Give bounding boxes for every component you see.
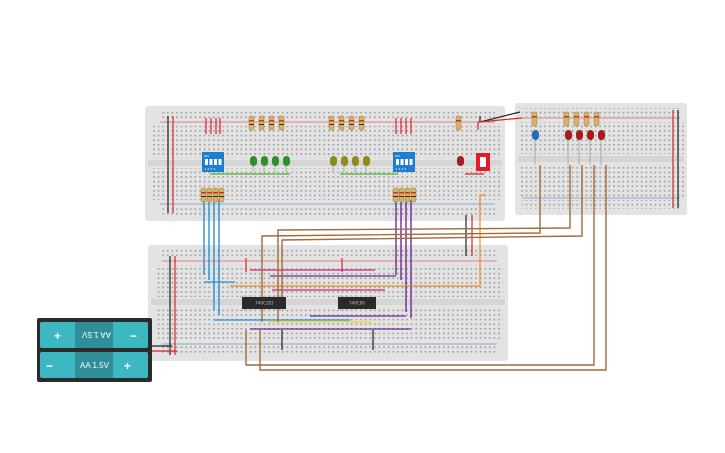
battery-bottom-plus: + xyxy=(124,359,131,373)
battery-top-minus: − xyxy=(130,329,137,343)
dip-switch-a-label: ON xyxy=(204,154,209,158)
slide-switch[interactable] xyxy=(476,153,490,171)
dip-switch-a-numbers: 1 2 3 4 xyxy=(205,167,216,171)
chip-74hc86[interactable]: 74HC86 xyxy=(338,295,376,311)
resistors[interactable] xyxy=(200,111,600,203)
dip-switch-b[interactable]: ON 1 2 3 4 xyxy=(393,152,415,172)
battery-bottom-cell-label: AA 1.5V xyxy=(80,361,110,370)
green-leds[interactable] xyxy=(250,156,290,166)
chip-74hc283[interactable]: 74HC283 xyxy=(242,295,286,311)
battery-bottom-minus: − xyxy=(46,359,53,373)
battery-top-cell-label: AA 1.5V xyxy=(81,330,111,339)
red-indicator-led[interactable] xyxy=(457,156,464,166)
chip-74hc283-label: 74HC283 xyxy=(255,301,274,306)
yellow-leds[interactable] xyxy=(330,156,370,166)
purple-input-wires[interactable] xyxy=(250,200,412,330)
brown-output-wires[interactable] xyxy=(245,165,607,371)
blue-input-wires[interactable] xyxy=(203,200,350,321)
red-output-leds[interactable] xyxy=(565,130,605,140)
breadboard-top-left[interactable] xyxy=(145,106,505,221)
dip-switch-b-numbers: 1 2 3 4 xyxy=(396,167,407,171)
led-legs xyxy=(252,140,602,172)
chip-74hc86-label: 74HC86 xyxy=(349,301,365,306)
dip-switch-b-label: ON xyxy=(395,154,400,158)
dip-switch-a[interactable]: ON 1 2 3 4 xyxy=(202,152,224,172)
battery-top-plus: + xyxy=(54,329,61,343)
breadboard-bottom[interactable] xyxy=(148,245,508,361)
misc-colored-wires[interactable] xyxy=(210,173,485,323)
blue-led[interactable] xyxy=(532,130,539,140)
battery-pack[interactable]: + − AA 1.5V − + AA 1.5V xyxy=(37,318,152,382)
